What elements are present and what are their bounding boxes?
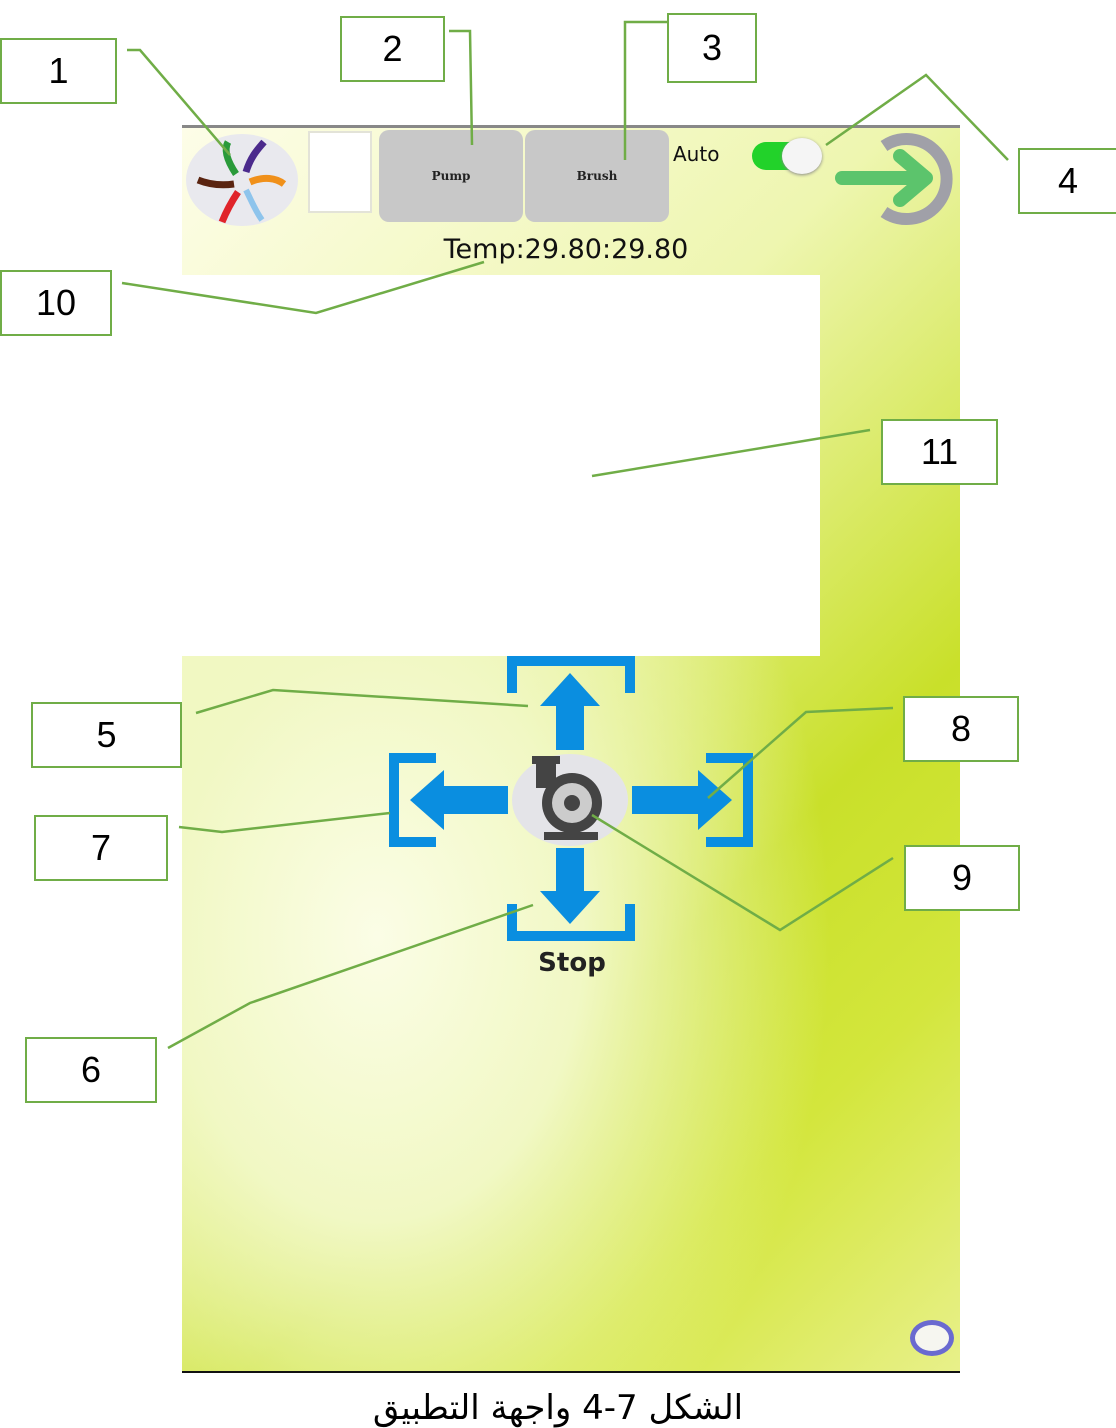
auto-label: Auto [673, 142, 720, 166]
callout-7: 7 [34, 815, 168, 881]
auto-toggle[interactable] [750, 138, 824, 174]
pump-button[interactable]: Pump [379, 130, 523, 222]
left-button[interactable] [389, 753, 508, 847]
right-button[interactable] [632, 753, 753, 847]
callout-11: 11 [881, 419, 998, 485]
callout-5: 5 [31, 702, 182, 768]
down-button[interactable] [507, 848, 635, 941]
stop-label: Stop [538, 948, 606, 978]
camera-view-panel [182, 275, 820, 656]
callout-3: 3 [667, 13, 757, 83]
callout-9: 9 [904, 845, 1020, 911]
app-logo [186, 134, 298, 226]
app-screen: Pump Brush Auto Temp:29.80:29.80 [182, 125, 960, 1373]
assistive-touch-icon[interactable] [910, 1320, 954, 1356]
callout-6: 6 [25, 1037, 157, 1103]
up-button[interactable] [507, 656, 635, 750]
callout-8: 8 [903, 696, 1019, 762]
status-indicator-box [308, 131, 372, 213]
callout-10: 10 [0, 270, 112, 336]
direction-pad [389, 656, 753, 941]
temperature-readout: Temp:29.80:29.80 [443, 234, 689, 265]
figure-caption: الشكل 7-4 واجهة التطبيق [372, 1388, 744, 1428]
brush-button[interactable]: Brush [525, 130, 669, 222]
exit-icon[interactable] [834, 128, 960, 228]
callout-4: 4 [1018, 148, 1116, 214]
callout-1: 1 [0, 38, 117, 104]
callout-2: 2 [340, 16, 445, 82]
pump-icon[interactable] [512, 754, 628, 846]
